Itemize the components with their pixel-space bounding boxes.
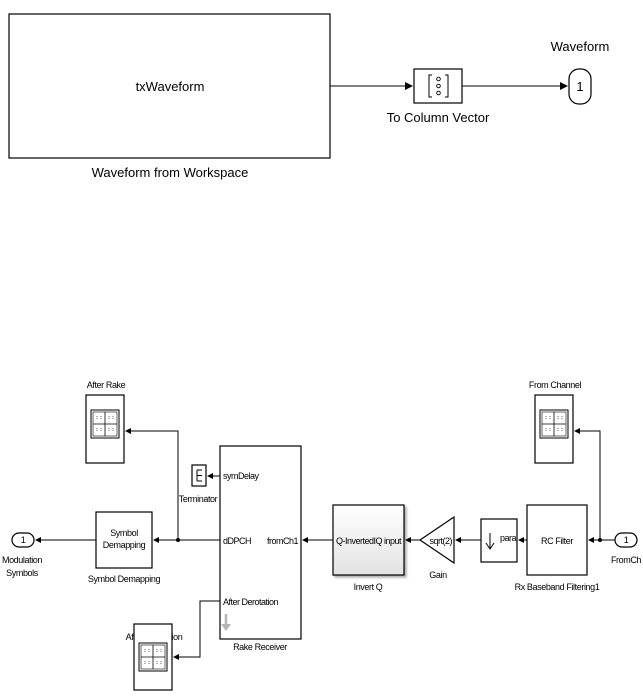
rake-port-symdelay: symDelay — [223, 471, 260, 481]
after-derotation-scope[interactable] — [133, 623, 173, 691]
after-rake-scope[interactable] — [85, 394, 125, 464]
after-rake-caption: After Rake — [87, 380, 126, 390]
terminator-icon — [196, 469, 202, 482]
rake-port-fromch1: fromCh1 — [267, 536, 299, 546]
rake-port-ddpch: dDPCH — [223, 536, 251, 546]
terminator-block[interactable] — [191, 464, 207, 487]
invert-q-port-out: Q-Inverted — [336, 536, 374, 546]
to-column-vector-block[interactable] — [413, 68, 463, 104]
from-channel-caption: From Channel — [529, 380, 582, 390]
rake-receiver-block[interactable]: symDelay dDPCH After Derotation fromCh1 — [219, 445, 302, 640]
to-column-vector-caption: To Column Vector — [387, 110, 490, 125]
symbol-demapping-line1: Symbol — [110, 528, 138, 538]
modulation-outport-name-line2: Symbols — [6, 568, 39, 578]
fromch-inport[interactable]: 1 — [614, 532, 638, 548]
invert-q-caption: Invert Q — [354, 582, 383, 592]
modulation-symbols-outport[interactable]: 1 — [11, 532, 35, 548]
from-channel-scope[interactable] — [534, 394, 574, 464]
rake-port-after-derotation: After Derotation — [223, 597, 279, 607]
column-vector-icon — [428, 74, 449, 98]
fromch-inport-number: 1 — [624, 535, 629, 545]
down-arrow-icon — [485, 533, 495, 550]
down-arrow-icon — [221, 614, 231, 631]
gain-caption: Gain — [429, 570, 447, 580]
waveform-outport-name: Waveform — [551, 39, 610, 54]
waveform-outport[interactable]: 1 — [568, 68, 592, 105]
modulation-outport-name-line1: Modulation — [2, 555, 42, 565]
waveform-from-workspace-block[interactable]: txWaveform — [8, 13, 331, 159]
symbol-demapping-caption: Symbol Demapping — [88, 574, 161, 584]
gain-block[interactable]: sqrt(2) — [418, 515, 455, 565]
scope-display-icon — [539, 409, 569, 439]
scope-display-icon — [90, 409, 120, 439]
rake-receiver-caption: Rake Receiver — [233, 642, 287, 652]
waveform-from-workspace-caption: Waveform from Workspace — [92, 165, 249, 180]
rc-filter-block[interactable]: RC Filter — [526, 504, 588, 576]
symbol-demapping-block[interactable]: Symbol Demapping — [95, 511, 153, 569]
modulation-outport-number: 1 — [21, 535, 26, 545]
symbol-demapping-line2: Demapping — [103, 540, 146, 550]
invert-q-port-in: IQ input — [373, 536, 402, 546]
source-block-content: txWaveform — [136, 79, 205, 94]
bottom-wires — [35, 428, 615, 660]
invert-q-block[interactable]: Q-Inverted IQ input — [332, 504, 405, 576]
downsample-block[interactable]: para — [480, 518, 518, 563]
terminator-caption: Terminator — [179, 494, 218, 504]
downsample-port: para — [500, 533, 517, 543]
rc-filter-caption: Rx Baseband Filtering1 — [515, 582, 600, 592]
gain-label: sqrt(2) — [429, 536, 452, 546]
rc-filter-label: RC Filter — [541, 536, 573, 546]
scope-display-icon — [138, 642, 168, 672]
fromch-inport-name: FromCh — [611, 555, 641, 565]
waveform-outport-number: 1 — [576, 79, 583, 94]
